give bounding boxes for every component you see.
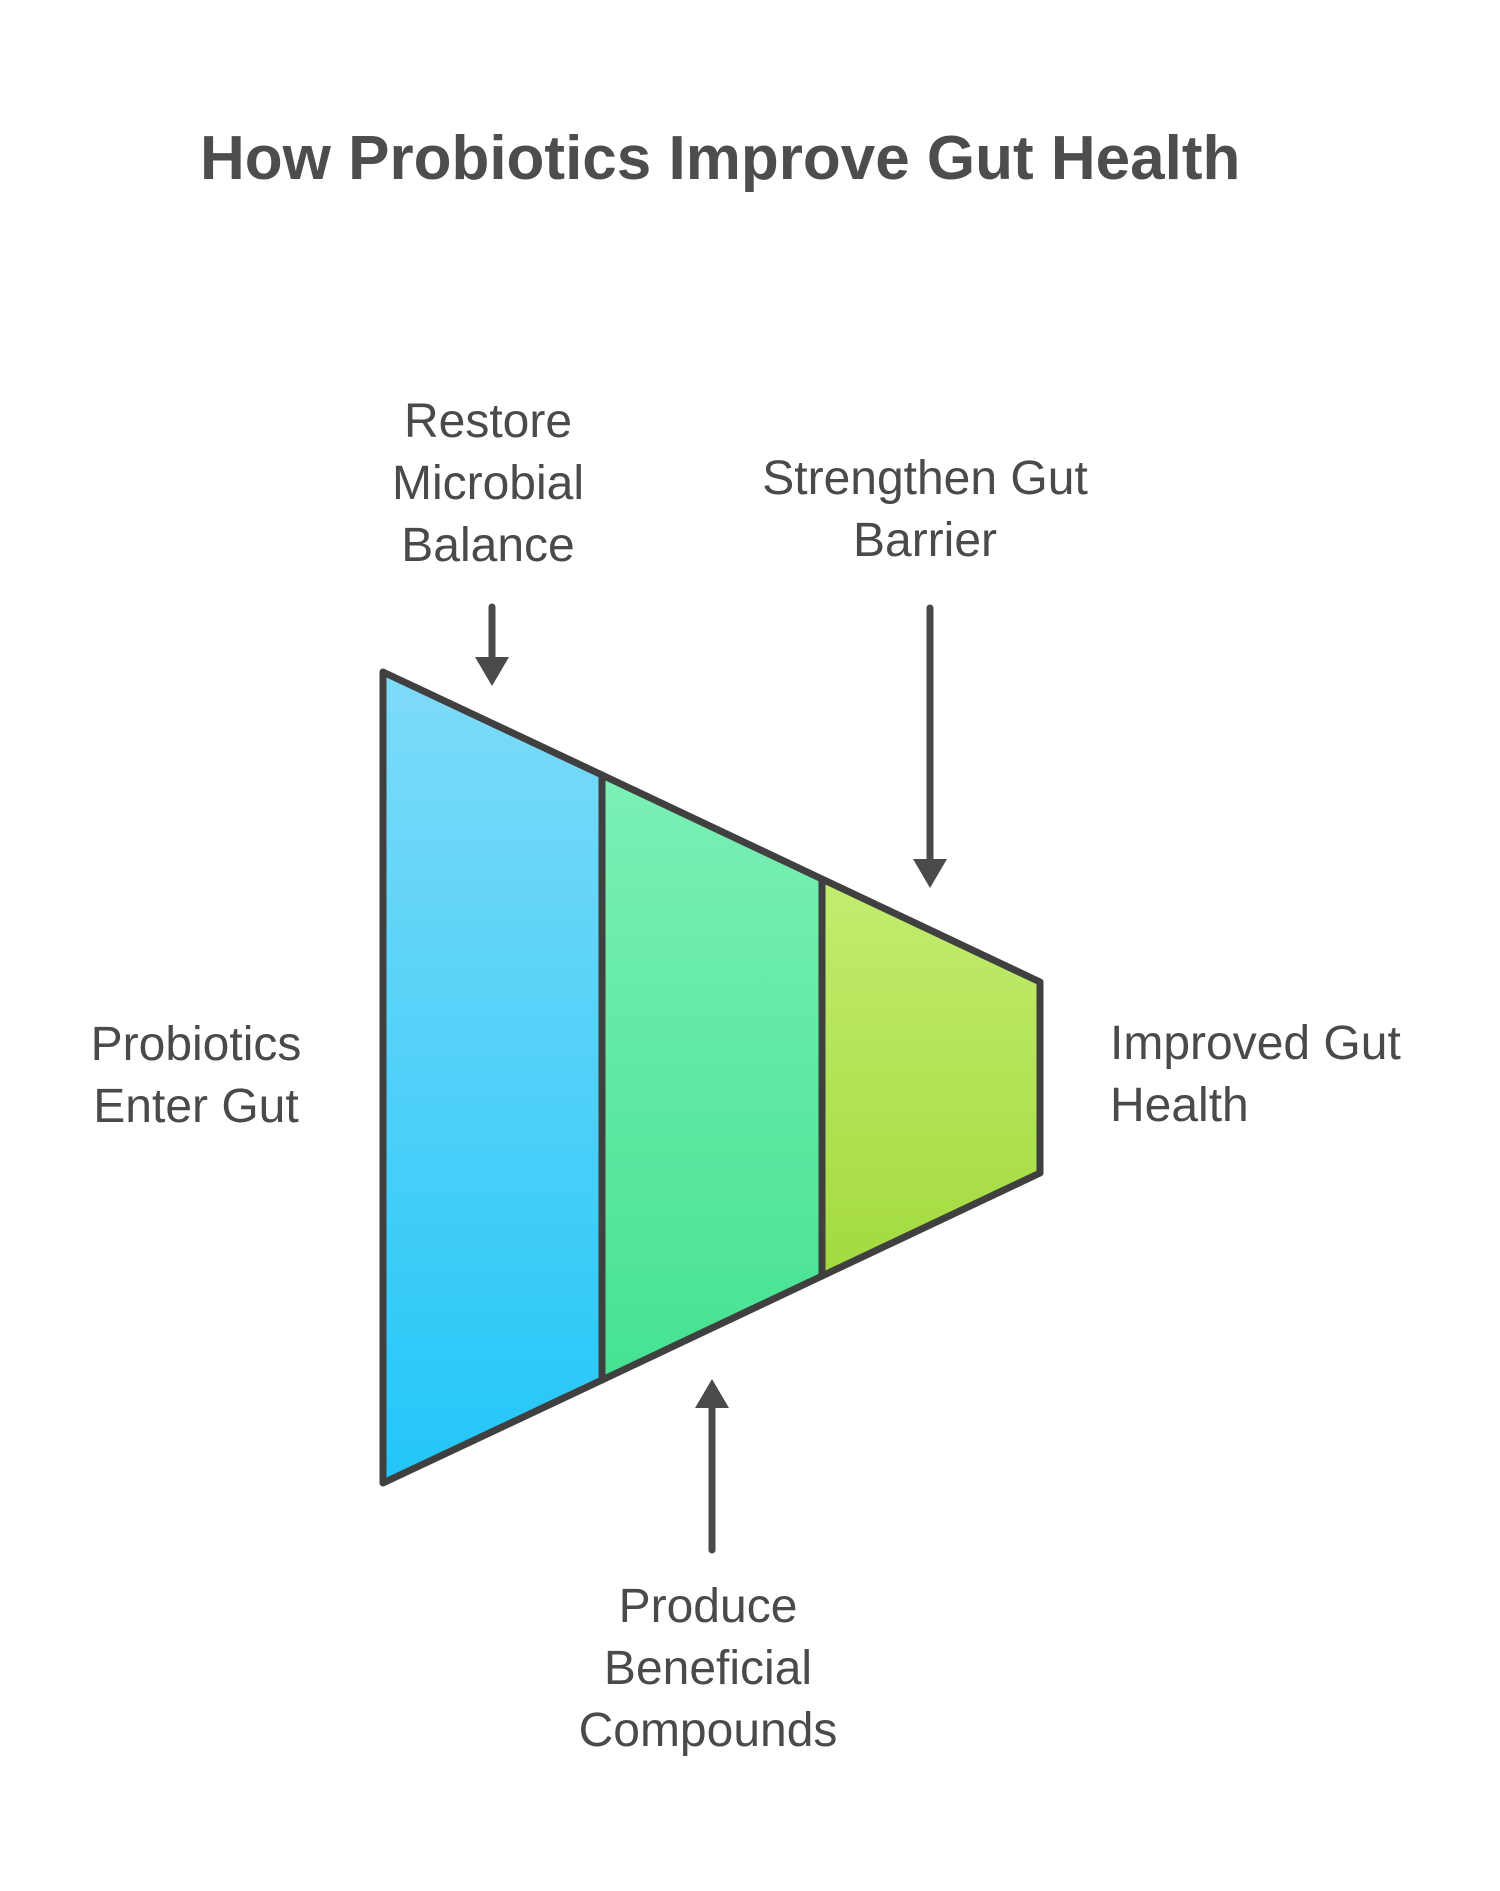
funnel-stage-restore-microbial-balance xyxy=(379,668,606,1487)
label-line: Restore xyxy=(403,395,573,448)
label-produce-beneficial-compounds: Produce Beneficial Compounds xyxy=(579,1576,838,1762)
label-line: Strengthen Gut xyxy=(762,452,1088,505)
label-restore-microbial-balance: Restore Microbial Balance xyxy=(392,391,584,577)
arrow-strengthen-gut-barrier xyxy=(913,604,947,888)
label-line: Health xyxy=(1110,1079,1249,1132)
arrow-restore-microbial-balance xyxy=(475,603,509,686)
label-strengthen-gut-barrier: Strengthen Gut Barrier xyxy=(762,448,1088,572)
funnel-stage-strengthen-gut-barrier xyxy=(818,875,1044,1280)
label-line: Improved Gut xyxy=(1110,1017,1401,1070)
arrowhead-down-icon xyxy=(475,657,509,686)
funnel-stage-produce-beneficial-compounds xyxy=(598,771,826,1384)
arrowhead-down-icon xyxy=(913,859,947,888)
diagram-title: How Probiotics Improve Gut Health xyxy=(200,124,1241,193)
label-line: Microbial xyxy=(391,457,585,510)
label-line: Balance xyxy=(401,519,575,572)
arrowhead-up-icon xyxy=(695,1379,729,1408)
label-line: Probiotics xyxy=(90,1018,302,1071)
label-line: Produce xyxy=(618,1580,798,1633)
label-line: Compounds xyxy=(578,1704,838,1757)
label-probiotics-enter-gut: Probiotics Enter Gut xyxy=(91,1014,302,1138)
arrow-produce-beneficial-compounds xyxy=(695,1379,729,1554)
label-line: Enter Gut xyxy=(93,1080,299,1133)
label-line: Barrier xyxy=(852,514,998,567)
label-line: Beneficial xyxy=(603,1642,813,1695)
label-improved-gut-health: Improved Gut Health xyxy=(1110,1013,1401,1137)
